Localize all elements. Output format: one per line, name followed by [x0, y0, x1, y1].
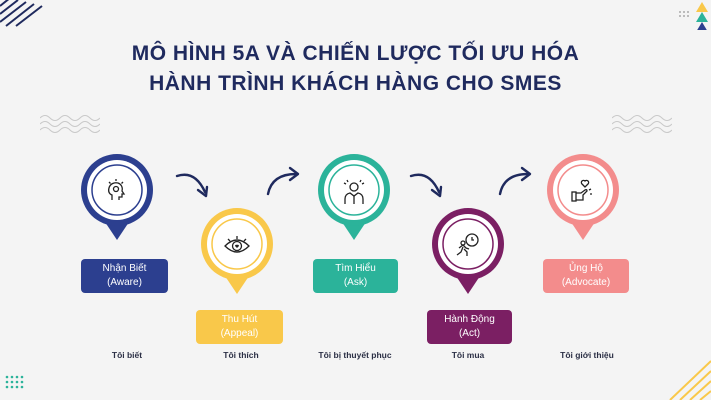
eye-heart-icon [224, 236, 250, 253]
heart-hand-icon [571, 179, 592, 202]
page-title-line-1: MÔ HÌNH 5A VÀ CHIẾN LƯỢC TỐI ƯU HÓA [131, 42, 580, 65]
caption-ask: Tôi bị thuyết phục [318, 350, 392, 360]
act-name: Hành Động [444, 314, 495, 325]
aware-name: Nhận Biết [102, 263, 147, 274]
caption-advocate: Tôi giới thiệu [560, 350, 614, 360]
corner-stripes-top-left [0, 0, 43, 27]
appeal-sub: (Appeal) [220, 328, 259, 339]
appeal-pin [201, 208, 273, 294]
aware-sub: (Aware) [107, 277, 142, 288]
act-label-box: Hành Động (Act) [427, 310, 512, 344]
aware-pin [81, 154, 153, 240]
caption-act: Tôi mua [451, 350, 485, 360]
wave-pattern-right [612, 115, 672, 133]
triangles-logo-top-right [679, 2, 708, 30]
page-title-line-2: HÀNH TRÌNH KHÁCH HÀNG CHO SMES [149, 72, 562, 95]
arrow-act-to-advocate [498, 166, 532, 196]
ask-sub: (Ask) [343, 277, 368, 288]
ask-name: Tìm Hiểu [335, 263, 376, 274]
arrow-appeal-to-ask [266, 166, 300, 196]
wave-pattern-left [40, 115, 100, 133]
arrow-aware-to-appeal [175, 173, 209, 198]
ask-label-box: Tìm Hiểu (Ask) [313, 259, 398, 293]
ask-pin [318, 154, 390, 240]
dot-grid-bottom-left [5, 375, 24, 389]
appeal-name: Thu Hút [221, 314, 258, 325]
arrow-ask-to-act [409, 173, 443, 198]
aware-label-box: Nhận Biết (Aware) [81, 259, 168, 293]
advocate-label-box: Ủng Hộ (Advocate) [543, 259, 629, 293]
advocate-name: Ủng Hộ [569, 263, 603, 274]
advocate-sub: (Advocate) [561, 277, 611, 288]
advocate-pin [547, 154, 619, 240]
appeal-label-box: Thu Hút (Appeal) [196, 310, 283, 344]
head-idea-icon [107, 179, 126, 200]
caption-appeal: Tôi thích [223, 350, 259, 360]
corner-stripes-bottom-right [669, 360, 711, 400]
act-sub: (Act) [458, 328, 481, 339]
running-clock-icon [456, 233, 479, 256]
caption-aware: Tôi biết [111, 350, 143, 360]
thinking-person-icon [343, 179, 365, 204]
